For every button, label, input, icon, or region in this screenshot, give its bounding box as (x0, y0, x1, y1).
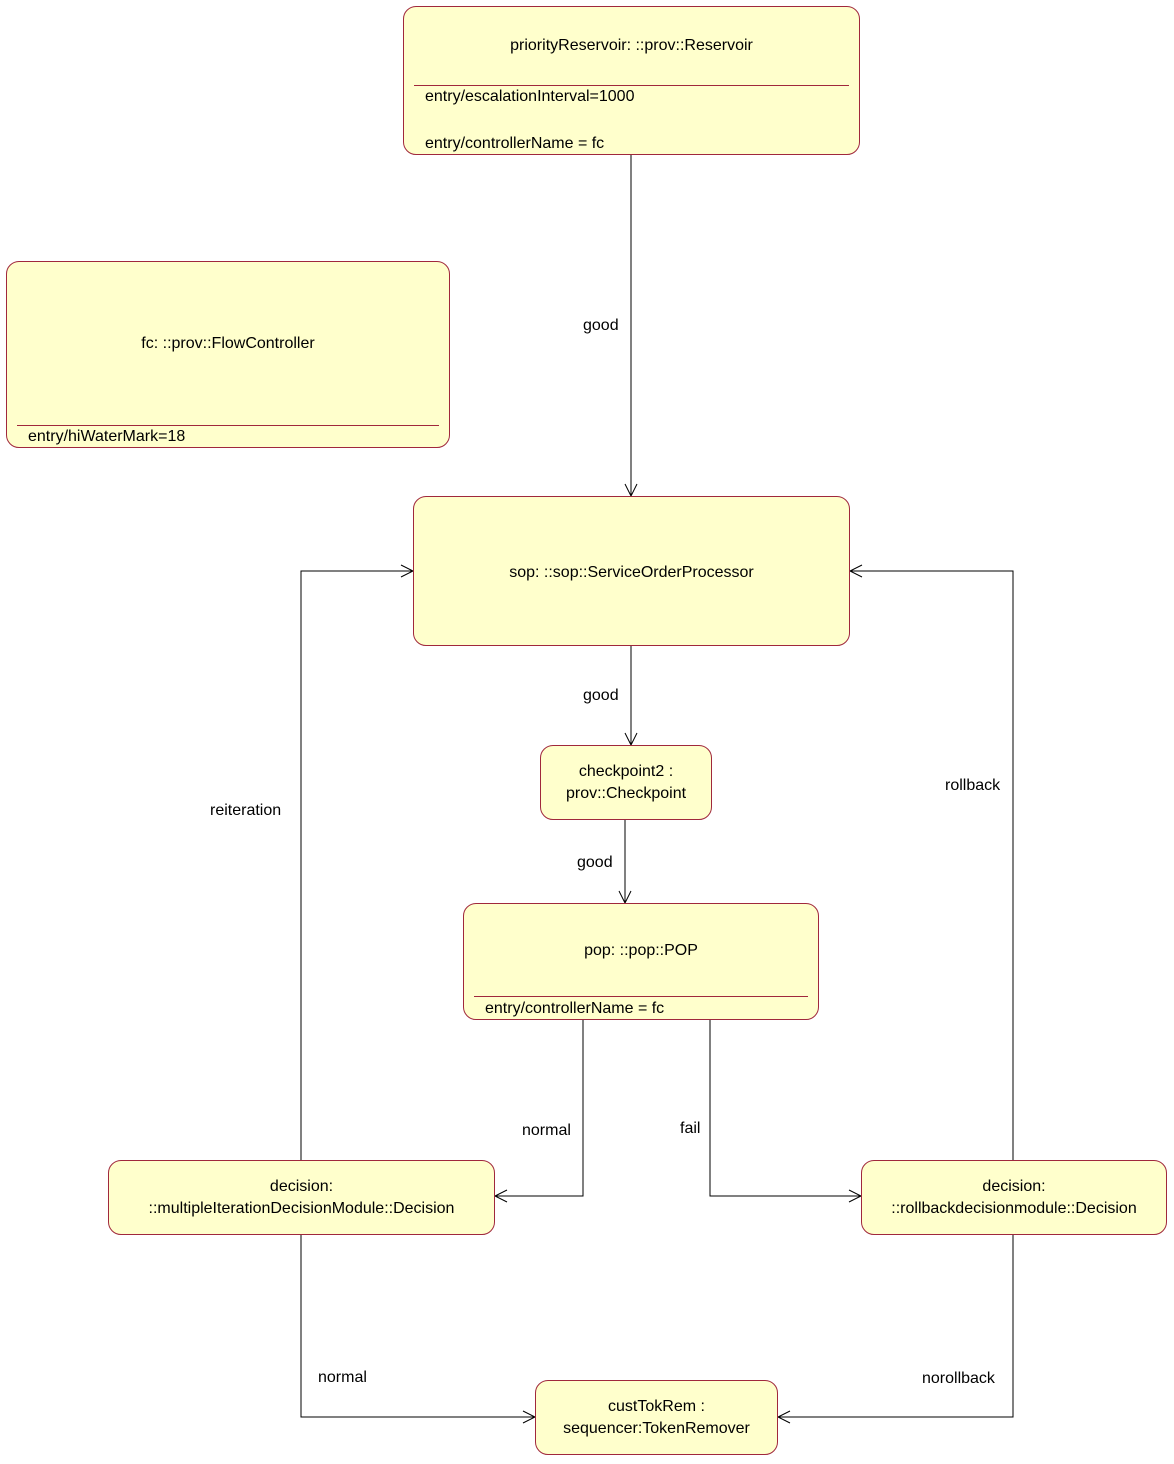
service-order-processor-node[interactable]: sop: ::sop::ServiceOrderProcessor (413, 496, 850, 646)
priority-reservoir-separator (414, 85, 849, 86)
edge-label-iteration-to-sop: reiteration (210, 802, 282, 819)
priority-reservoir-node[interactable]: priorityReservoir: ::prov::Reservoir ent… (403, 6, 860, 155)
token-remover-node[interactable]: custTokRem : sequencer:TokenRemover (535, 1380, 778, 1455)
priority-reservoir-entry-escalation: entry/escalationInterval=1000 (425, 88, 635, 105)
edge-label-pop-to-rollback: fail (680, 1120, 701, 1137)
checkpoint-node[interactable]: checkpoint2 : prov::Checkpoint (540, 745, 712, 820)
iteration-decision-node[interactable]: decision: ::multipleIterationDecisionMod… (108, 1160, 495, 1235)
edge-label-checkpoint-to-pop: good (577, 854, 613, 871)
flow-controller-node[interactable]: fc: ::prov::FlowController entry/hiWater… (6, 261, 450, 448)
flow-controller-entry-hiwatermark: entry/hiWaterMark=18 (28, 428, 186, 445)
edge-rollback-to-sop (850, 570, 1014, 1160)
arrowhead-rollback-to-remover (776, 1410, 791, 1424)
edge-pop-to-iteration (495, 1020, 584, 1197)
iteration-decision-title: decision: ::multipleIterationDecisionMod… (148, 1178, 455, 1217)
edge-pop-to-rollback (709, 1020, 861, 1197)
edge-rollback-to-remover (778, 1235, 1014, 1418)
edge-label-sop-to-checkpoint: good (583, 687, 619, 704)
edge-label-rollback-to-sop: rollback (945, 777, 1001, 794)
priority-reservoir-entry-controller: entry/controllerName = fc (425, 135, 605, 152)
priority-reservoir-title: priorityReservoir: ::prov::Reservoir (510, 37, 753, 54)
edge-iteration-to-sop (300, 570, 413, 1160)
edge-label-pop-to-iteration: normal (522, 1122, 571, 1139)
pop-node[interactable]: pop: ::pop::POP entry/controllerName = f… (463, 903, 819, 1020)
edge-iteration-to-remover (300, 1235, 535, 1418)
pop-title: pop: ::pop::POP (584, 942, 698, 959)
pop-separator (474, 996, 808, 997)
pop-entry-controller: entry/controllerName = fc (485, 1000, 665, 1017)
checkpoint-title: checkpoint2 : prov::Checkpoint (565, 763, 687, 802)
edge-label-reservoir-to-sop: good (583, 317, 619, 334)
arrowhead-pop-to-iteration (493, 1189, 508, 1203)
rollback-decision-title: decision: ::rollbackdecisionmodule::Deci… (891, 1178, 1137, 1217)
flow-controller-title: fc: ::prov::FlowController (141, 335, 315, 352)
token-remover-title: custTokRem : sequencer:TokenRemover (563, 1398, 750, 1437)
edge-label-rollback-to-remover: norollback (922, 1370, 995, 1387)
arrowhead-rollback-to-sop (848, 564, 863, 578)
flow-controller-separator (17, 425, 439, 426)
service-order-processor-title: sop: ::sop::ServiceOrderProcessor (509, 564, 754, 581)
rollback-decision-node[interactable]: decision: ::rollbackdecisionmodule::Deci… (861, 1160, 1167, 1235)
edge-label-iteration-to-remover: normal (318, 1369, 367, 1386)
